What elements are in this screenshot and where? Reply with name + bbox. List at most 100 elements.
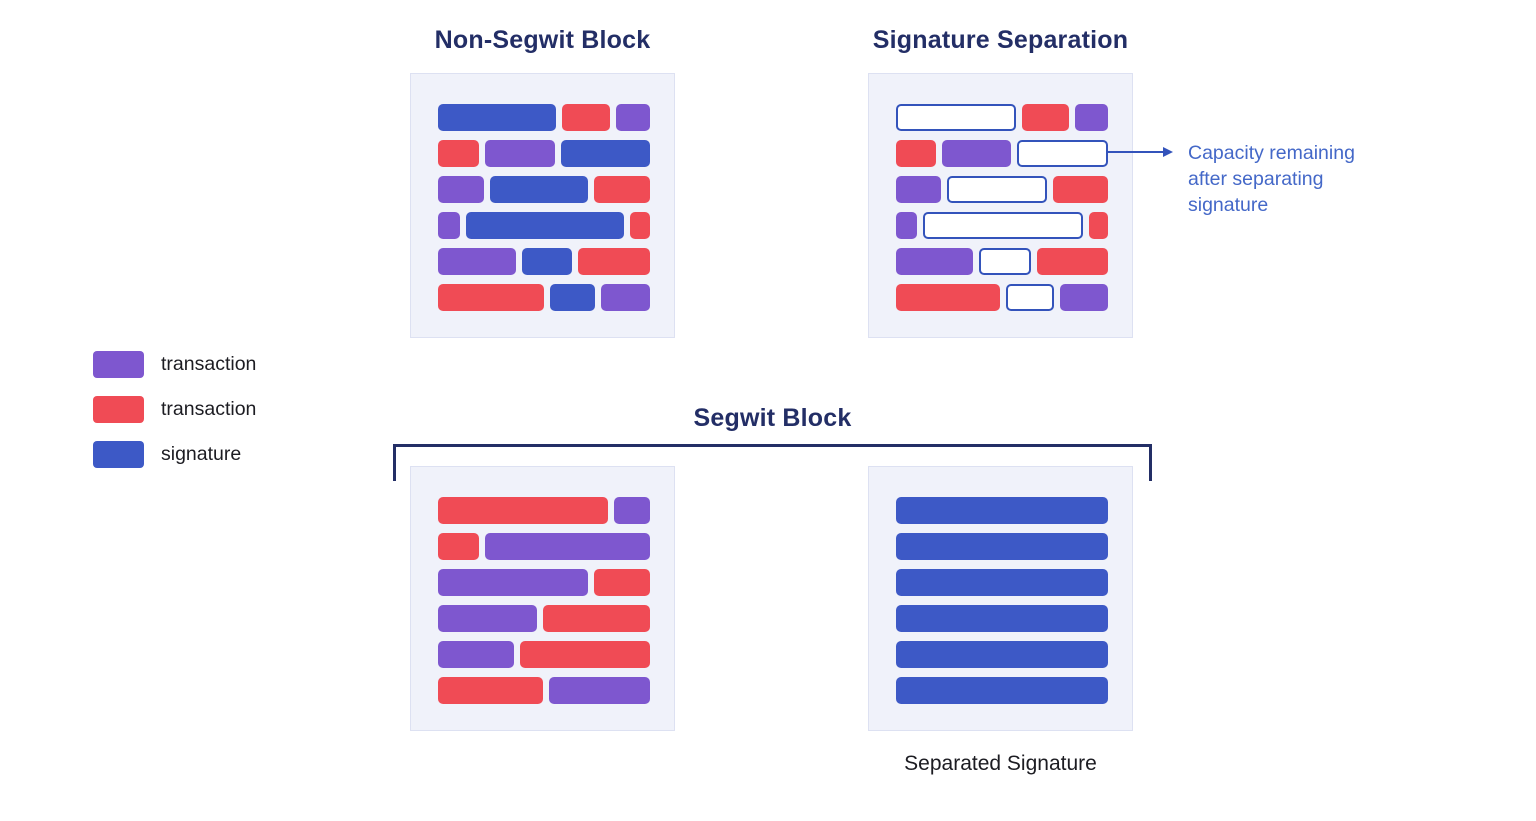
segment-purple [1074,104,1108,131]
segment-purple [549,677,650,704]
segment-red [1021,104,1069,131]
segment-blue [896,569,1108,596]
block-row [438,176,650,203]
segment-purple [1060,284,1108,311]
block-row [896,533,1108,560]
segment-purple [485,533,650,560]
block-row [896,605,1108,632]
segment-blue [522,248,572,275]
segment-purple [438,176,484,203]
segment-purple [484,140,555,167]
segment-red [438,677,544,704]
segment-red [593,176,650,203]
segment-red [438,533,480,560]
segment-purple [941,140,1011,167]
segment-purple [438,605,537,632]
segment-blue [896,533,1108,560]
block-row [438,569,650,596]
legend-label: transaction [161,398,257,420]
block-row [896,569,1108,596]
segwit-bracket [393,444,1152,481]
block-row [896,176,1109,203]
red-swatch-icon [93,396,144,423]
segment-empty [1016,140,1108,167]
segment-red [562,104,610,131]
segment-red [438,284,545,311]
capacity-annotation: Capacity remaining after separating sign… [1188,142,1355,216]
segment-red [542,605,650,632]
segment-blue [489,176,588,203]
segment-blue [550,284,596,311]
segment-purple [896,248,973,275]
non-segwit-title: Non-Segwit Block [434,26,651,54]
block-row [438,605,650,632]
segment-red [896,284,1001,311]
segment-purple [601,284,650,311]
segment-blue [896,497,1108,524]
segment-empty [978,248,1032,275]
block-row [896,497,1108,524]
segment-red [1037,248,1108,275]
segment-red [520,641,650,668]
segment-empty [1006,284,1055,311]
segment-purple [896,176,941,203]
block-row [896,641,1108,668]
segment-purple [616,104,650,131]
segment-blue [896,641,1108,668]
block-row [438,641,650,668]
block-row [438,104,650,131]
segment-red [577,248,650,275]
segment-purple [438,248,517,275]
segment-red [630,212,650,239]
segment-blue [560,140,650,167]
legend-label: transaction [161,353,257,375]
legend-item-transaction-purple: transaction [93,351,256,378]
legend-item-transaction-red: transaction [93,396,256,423]
block-row [896,248,1108,275]
segment-empty [923,212,1083,239]
block-row [438,212,650,239]
separated-signature-caption: Separated Signature [904,752,1097,775]
segwit-block-title: Segwit Block [693,404,852,432]
segment-red [438,497,608,524]
block-row [896,140,1108,167]
signature-separation-block [868,73,1133,338]
segment-empty [896,104,1016,131]
segwit-transactions-block [410,466,675,731]
segment-red [438,140,479,167]
segment-red [896,140,936,167]
block-row [438,248,650,275]
legend-label: signature [161,443,242,465]
block-row [896,104,1108,131]
segment-blue [465,212,625,239]
segment-purple [896,212,918,239]
block-row [438,284,650,311]
segment-blue [896,605,1108,632]
block-row [438,497,650,524]
segment-purple [613,497,650,524]
segment-purple [438,641,515,668]
blue-swatch-icon [93,441,144,468]
segment-purple [438,212,460,239]
segment-empty [946,176,1047,203]
segment-blue [438,104,556,131]
signature-separation-title: Signature Separation [872,26,1129,54]
block-row [896,212,1108,239]
block-row [896,284,1108,311]
segment-purple [438,569,588,596]
segment-red [593,569,650,596]
segment-red [1052,176,1109,203]
purple-swatch-icon [93,351,144,378]
non-segwit-block [410,73,675,338]
capacity-arrow-head-icon [1163,147,1173,157]
block-row [896,677,1108,704]
separated-signature-block [868,466,1133,731]
segment-blue [896,677,1108,704]
legend-item-signature-blue: signature [93,441,256,468]
block-row [438,140,650,167]
segment-red [1088,212,1108,239]
block-row [438,533,650,560]
capacity-arrow-line [1108,151,1164,153]
block-row [438,677,650,704]
